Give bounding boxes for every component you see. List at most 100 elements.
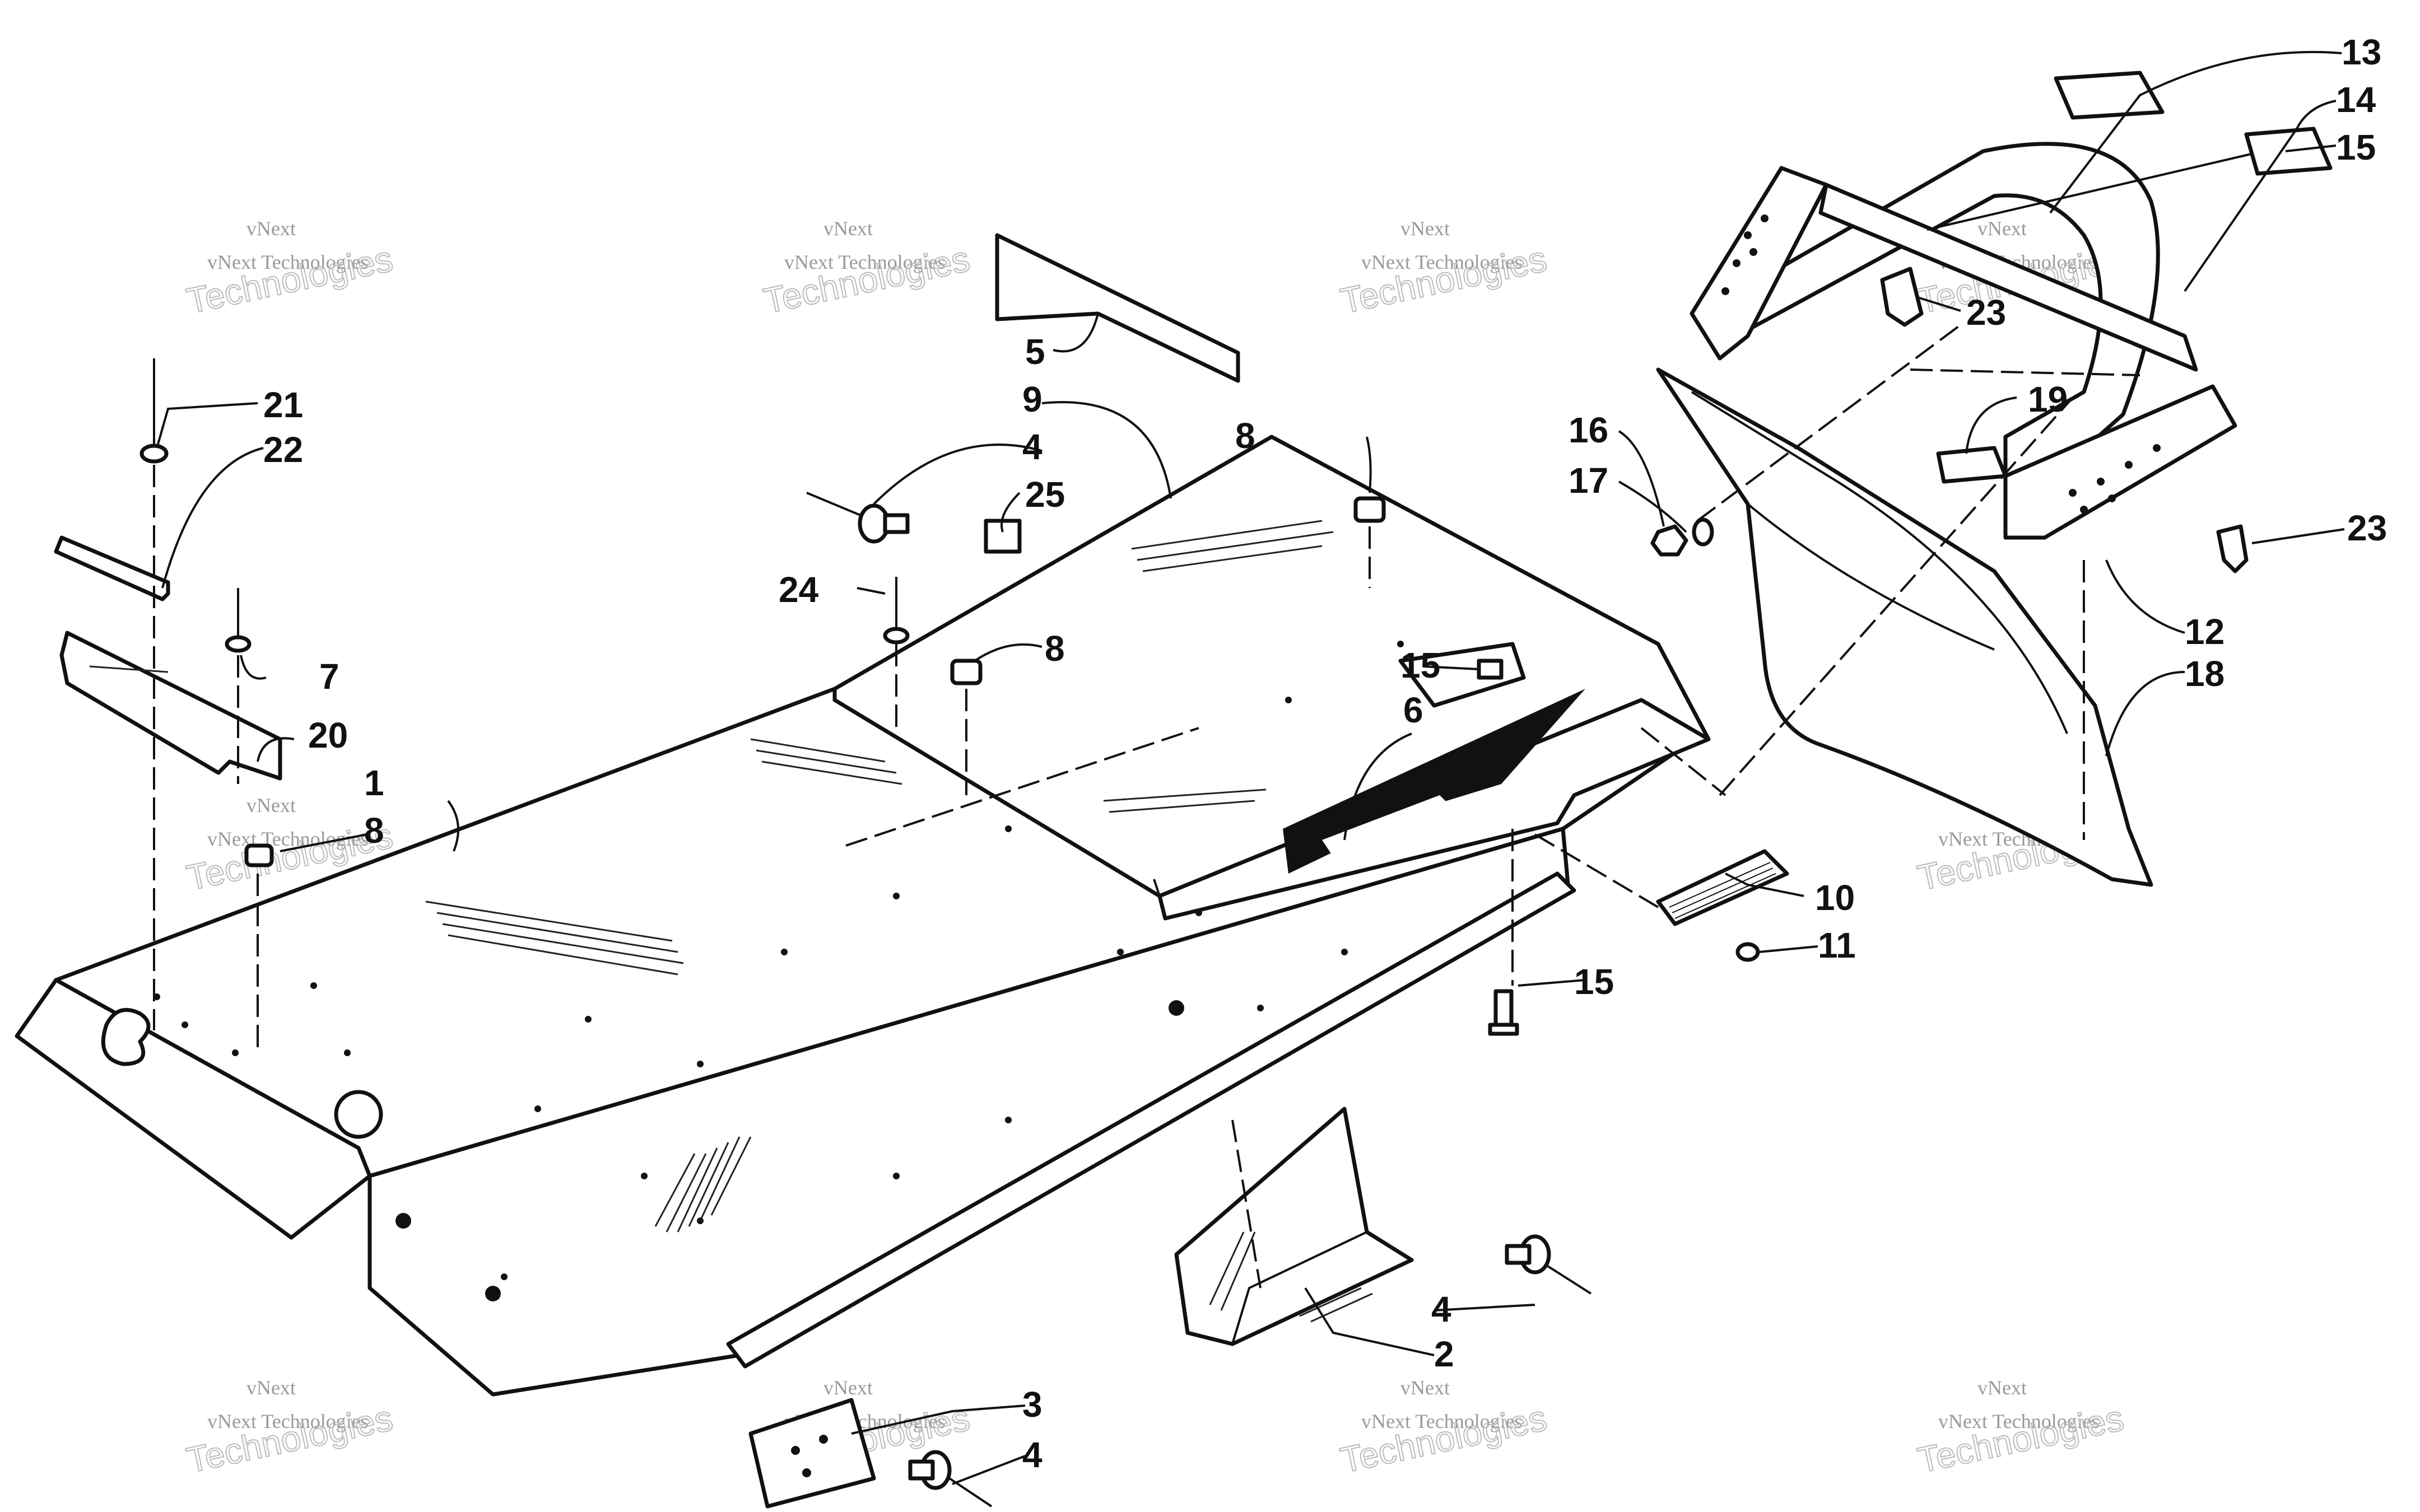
- plate-body: [748, 1398, 876, 1509]
- part-strip: [995, 233, 1240, 383]
- callout-14: 14: [2336, 80, 2376, 120]
- part-cap-8-mid: [950, 659, 983, 685]
- bumper-holes: [1721, 214, 2161, 514]
- callout-4-right: 4: [1431, 1289, 1451, 1329]
- watermark-line1: vNext Technologies: [207, 251, 369, 273]
- callout-labels: 1 2 3 4 4 4 5 6 7 8 8 8 9 10 11 12 13 14…: [263, 32, 2387, 1475]
- watermark-line1: vNext Technologies: [1361, 251, 1523, 273]
- leader-lines: [156, 50, 2345, 1485]
- callout-3: 3: [1022, 1384, 1043, 1425]
- callout-24: 24: [779, 570, 819, 610]
- callout-25: 25: [1025, 474, 1065, 515]
- watermark: vNext vNext Technologies Technologies: [183, 217, 397, 322]
- part-bracket: [1174, 1107, 1414, 1346]
- callout-4-top: 4: [1022, 427, 1043, 467]
- tunnel-keyhole: [101, 1007, 151, 1066]
- callout-11: 11: [1818, 925, 1856, 965]
- part-decal-13: [2054, 71, 2165, 120]
- callout-8-mid: 8: [1045, 628, 1065, 669]
- callout-15-rear: 15: [2336, 127, 2376, 167]
- part-screw-15-side: [1398, 642, 1526, 708]
- part-clip-23-right: [2216, 524, 2249, 573]
- part-clip-19: [1936, 446, 2008, 484]
- callout-15-side: 15: [1400, 645, 1440, 685]
- watermark-line1: vNext Technologies: [1361, 1410, 1523, 1432]
- watermark-brand: vNext: [823, 1376, 873, 1399]
- flap-body: [1656, 367, 2153, 887]
- part-pin-24: [883, 577, 910, 645]
- part-plate: [748, 1398, 876, 1509]
- callout-9: 9: [1022, 379, 1043, 419]
- part-screw-15-bottom: [1488, 989, 1519, 1036]
- part-pin-21: [139, 358, 169, 464]
- part-push-rivet-4-bottom: [908, 1450, 993, 1508]
- part-push-rivet-4-top: [806, 492, 910, 544]
- watermark-brand: vNext: [1977, 1376, 2027, 1399]
- callout-7: 7: [319, 656, 339, 697]
- part-washer-17: [1692, 517, 1714, 547]
- part-nut-16: [1650, 524, 1688, 557]
- tunnel-side-hatching: [654, 1136, 752, 1233]
- callout-17: 17: [1569, 460, 1608, 501]
- part-cap-8-left: [244, 843, 274, 867]
- bumper-left-step: [1690, 166, 1828, 361]
- watermark-brand: vNext: [246, 217, 296, 240]
- tunnel-rivet-holes: [153, 641, 1460, 1301]
- watermark-brand: vNext: [1400, 1376, 1450, 1399]
- watermark: vNext vNext Technologies Technologies: [1337, 1376, 1551, 1481]
- part-decal: [1283, 689, 1585, 874]
- callout-8-left: 8: [364, 810, 384, 851]
- callout-18: 18: [2185, 654, 2224, 694]
- part-cap-8-top: [1353, 496, 1386, 523]
- watermark-brand: vNext: [1400, 217, 1450, 240]
- callout-19: 19: [2028, 379, 2068, 419]
- assembly-lines: [153, 324, 2140, 1289]
- callout-16: 16: [1569, 410, 1608, 450]
- callout-15-bottom: 15: [1574, 962, 1614, 1002]
- part-screw-11: [1735, 942, 1760, 962]
- callout-23-top: 23: [1966, 292, 2006, 333]
- watermark-brand: vNext: [1977, 217, 2027, 240]
- part-slotted-plate: [54, 535, 170, 601]
- watermark: vNext vNext Technologies Technologies: [1337, 217, 1551, 322]
- bumper-loop: [1718, 142, 2160, 478]
- callout-5: 5: [1025, 332, 1045, 372]
- tunnel-rail: [726, 871, 1576, 1369]
- watermark-line1: vNext Technologies: [1938, 1410, 2100, 1432]
- rail-bracket-body: [59, 631, 282, 781]
- part-snow-flap: [1656, 367, 2153, 887]
- watermark-line1: vNext Technologies: [207, 1410, 369, 1432]
- part-rear-bumper: [1690, 142, 2237, 540]
- callout-21: 21: [263, 385, 303, 425]
- callout-20: 20: [308, 715, 348, 755]
- callout-4-bottom: 4: [1022, 1435, 1043, 1475]
- part-tunnel: [15, 435, 1711, 1397]
- tunnel-hatching: [425, 520, 1334, 976]
- step-pad-body: [1656, 849, 1789, 926]
- watermark-line1: vNext Technologies: [784, 251, 946, 273]
- callout-12: 12: [2185, 612, 2224, 652]
- part-clip-23: [1880, 267, 1924, 327]
- watermark-brand: vNext: [823, 217, 873, 240]
- bumper-crossbar: [1818, 183, 2198, 372]
- watermark-brand: vNext: [246, 794, 296, 816]
- callout-22: 22: [263, 430, 303, 470]
- watermark: vNext vNext Technologies Technologies: [760, 217, 974, 322]
- bumper-right-step: [2003, 384, 2237, 540]
- callout-13: 13: [2342, 32, 2381, 72]
- callout-2: 2: [1434, 1334, 1454, 1374]
- part-pin-7: [225, 588, 252, 653]
- bracket-body: [1174, 1107, 1414, 1346]
- callout-6: 6: [1403, 690, 1423, 730]
- callout-10: 10: [1815, 878, 1855, 918]
- watermark: vNext vNext Technologies Technologies: [1914, 1376, 2128, 1481]
- watermark-brand: vNext: [246, 1376, 296, 1399]
- watermark: vNext vNext Technologies Technologies: [183, 1376, 397, 1481]
- callout-8-top: 8: [1235, 416, 1255, 456]
- part-push-rivet-4-right: [1505, 1234, 1592, 1295]
- tunnel-access-hole: [334, 1090, 383, 1139]
- part-rail-bracket: [59, 631, 282, 781]
- callout-1: 1: [364, 763, 384, 803]
- callout-23-right: 23: [2347, 508, 2387, 548]
